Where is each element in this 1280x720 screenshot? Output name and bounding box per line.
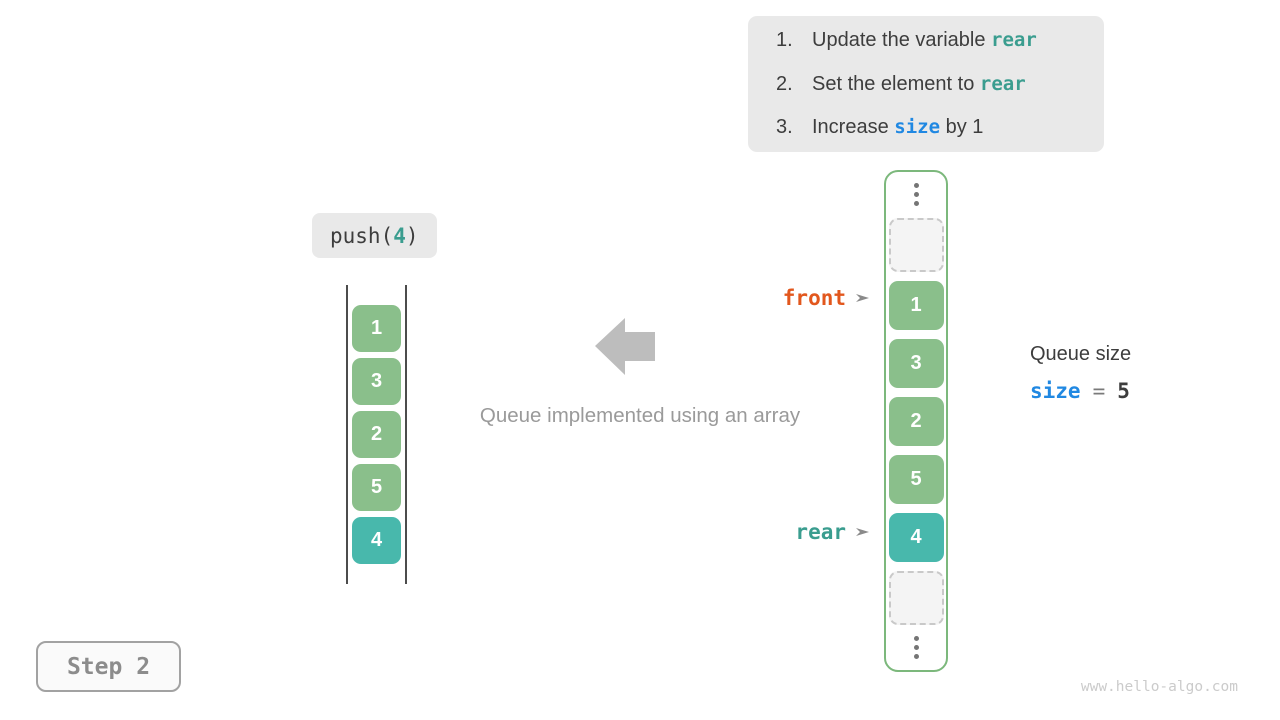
code-token: rear [991, 29, 1037, 51]
instruction-item: 3. Increase size by 1 [776, 116, 1088, 139]
code-token: size [894, 116, 941, 138]
push-suffix: ) [405, 223, 419, 248]
instruction-number: 1. [776, 29, 793, 51]
instruction-text-post: by 1 [940, 116, 984, 138]
pushed-values-array: 1 3 2 5 4 [346, 285, 407, 584]
instruction-box: 1. Update the variable rear 2. Set the ele… [748, 16, 1104, 152]
front-pointer-label: front [782, 286, 846, 310]
code-token: rear [979, 72, 1026, 95]
array-cell: 4 [888, 512, 944, 562]
instruction-text: Set the element to [812, 72, 980, 95]
empty-slot [888, 570, 944, 625]
size-variable: size [1030, 379, 1081, 403]
array-cell: 3 [888, 338, 944, 388]
pointer-arrow-icon [856, 294, 869, 302]
array-cell: 4 [352, 517, 401, 564]
equals-sign: = [1092, 379, 1106, 403]
front-pointer: front [758, 286, 870, 310]
push-prefix: push( [330, 223, 394, 248]
queue-size-value-line: size = 5 [1030, 379, 1131, 403]
queue-size-block: Queue size size = 5 [1030, 343, 1131, 403]
push-operation-label: push(4) [312, 213, 437, 258]
array-cell: 1 [888, 280, 944, 330]
empty-slot [888, 217, 944, 272]
array-cell: 2 [888, 396, 944, 446]
array-cell: 3 [352, 358, 401, 405]
instruction-text: Increase [812, 116, 895, 138]
array-cell: 5 [352, 464, 401, 511]
array-cell: 5 [888, 454, 944, 504]
rear-pointer: rear [758, 520, 870, 544]
instruction-item: 2. Set the element to rear [776, 73, 1088, 96]
pointer-arrow-icon [856, 528, 869, 536]
rear-pointer-label: rear [795, 520, 846, 544]
left-block-arrow-icon [595, 318, 655, 375]
queue-array: 1 3 2 5 4 [884, 170, 948, 672]
instruction-text: Update the variable [812, 29, 992, 51]
array-cell: 2 [352, 411, 401, 458]
step-badge: Step 2 [36, 641, 181, 692]
push-argument: 4 [393, 223, 406, 248]
watermark: www.hello-algo.com [1080, 679, 1238, 695]
ellipsis-icon [913, 180, 919, 209]
array-cell: 1 [352, 305, 401, 352]
instruction-number: 3. [776, 116, 793, 138]
size-value: 5 [1117, 379, 1130, 403]
ellipsis-icon [913, 634, 919, 663]
queue-size-title: Queue size [1030, 343, 1132, 365]
diagram-caption: Queue implemented using an array [479, 404, 801, 427]
instruction-item: 1. Update the variable rear [776, 29, 1088, 52]
instruction-number: 2. [776, 72, 793, 95]
